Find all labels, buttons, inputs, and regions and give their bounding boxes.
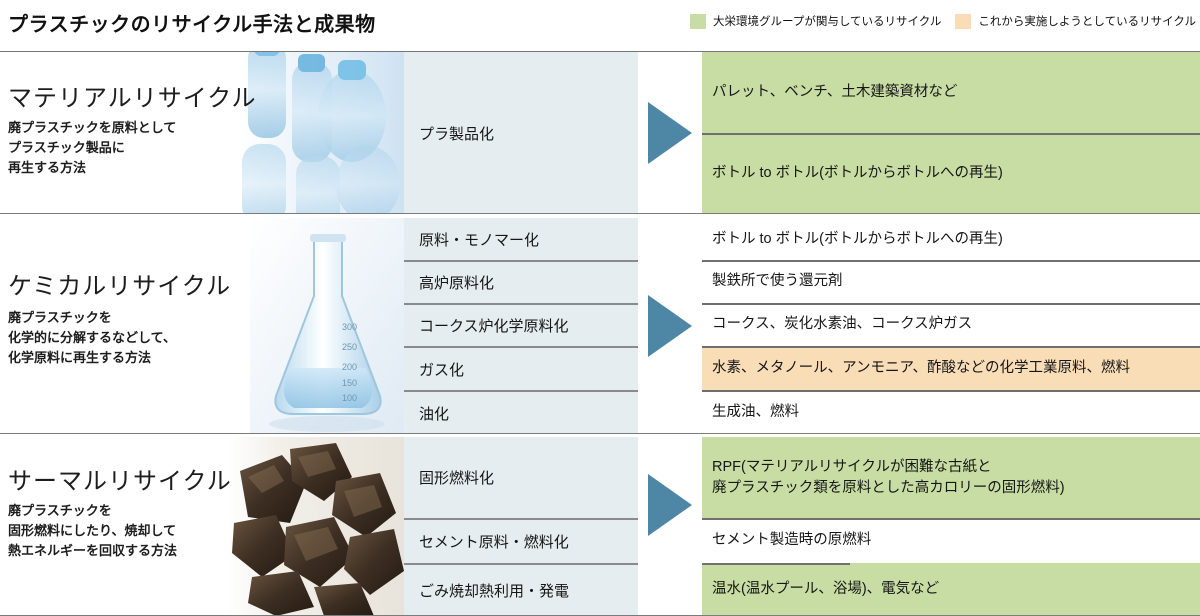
legend-swatch-green-icon: [690, 13, 707, 29]
category-description-chemical: 廃プラスチックを 化学的に分解するなどして、 化学原料に再生する方法: [8, 310, 176, 365]
legend-label-green: 大栄環境グループが関与しているリサイクル: [713, 16, 942, 28]
process-column-chemical: 原料・モノマー化 高炉原料化 コークス炉化学原料化 ガス化 油化: [404, 218, 638, 434]
recycle-row-chemical: 300 250 200 150 100 ケミカルリサイクル 廃プラスチックを 化学的に…: [0, 218, 1200, 434]
row-divider: [0, 213, 1200, 214]
svg-text:150: 150: [342, 378, 357, 388]
header: プラスチックのリサイクル手法と成果物 大栄環境グループが関与しているリサイクル …: [0, 0, 1200, 52]
process-column-thermal: 固形燃料化 セメント原料・燃料化 ごみ焼却熱利用・発電: [404, 437, 638, 616]
category-description-thermal: 廃プラスチックを 固形燃料にしたり、焼却して 熱エネルギーを回収する方法: [8, 503, 178, 558]
process-cell: 固形燃料化: [419, 470, 495, 487]
right-triangle-arrow-icon: [648, 295, 692, 357]
svg-text:100: 100: [342, 393, 357, 403]
category-name-material: マテリアルリサイクル: [8, 85, 257, 112]
right-triangle-arrow-icon: [648, 102, 692, 164]
outcome-column-material: パレット、ベンチ、土木建築資材など ボトル to ボトル(ボトルからボトルへの再…: [702, 52, 1200, 214]
outcome-cell: パレット、ベンチ、土木建築資材など: [702, 52, 1200, 133]
legend-item-green: 大栄環境グループが関与しているリサイクル: [690, 13, 941, 29]
row-left-column: マテリアルリサイクル 廃プラスチックを原料として プラスチック製品に 再生する方…: [0, 52, 404, 214]
process-cell: 原料・モノマー化: [419, 231, 540, 249]
outcome-column-chemical: ボトル to ボトル(ボトルからボトルへの再生) 製鉄所で使う還元剤 コークス、…: [702, 218, 1200, 434]
process-cell: コークス炉化学原料化: [404, 303, 638, 346]
process-cell: 高炉原料化: [404, 260, 638, 303]
process-cell: プラ製品化: [419, 125, 495, 143]
category-name-chemical: ケミカルリサイクル: [8, 273, 232, 300]
outcome-cell: ボトル to ボトル(ボトルからボトルへの再生): [702, 133, 1200, 214]
row-left-column: サーマルリサイクル 廃プラスチックを 固形燃料にしたり、焼却して 熱エネルギーを…: [0, 437, 404, 616]
recycle-row-thermal: サーマルリサイクル 廃プラスチックを 固形燃料にしたり、焼却して 熱エネルギーを…: [0, 437, 1200, 616]
row-divider: [0, 433, 1200, 434]
erlenmeyer-flask-photo: 300 250 200 150 100: [250, 218, 404, 434]
outcome-cell: RPF(マテリアルリサイクルが困難な古紙と 廃プラスチック類を原料とした高カロリ…: [702, 437, 1200, 518]
legend: 大栄環境グループが関与しているリサイクル これから実施しようとしているリサイクル: [690, 13, 1196, 29]
legend-item-orange: これから実施しようとしているリサイクル: [955, 13, 1196, 29]
svg-text:200: 200: [342, 362, 357, 372]
svg-text:300: 300: [342, 322, 357, 332]
rpf-solid-fuel-photo: [228, 437, 404, 616]
svg-text:250: 250: [342, 342, 357, 352]
process-cell: 油化: [404, 390, 638, 434]
row-left-column: 300 250 200 150 100 ケミカルリサイクル 廃プラスチックを 化学的に…: [0, 218, 404, 434]
outcome-cell: セメント製造時の原燃料: [702, 518, 1200, 563]
page-title: プラスチックのリサイクル手法と成果物: [8, 14, 376, 36]
category-description-material: 廃プラスチックを原料として プラスチック製品に 再生する方法: [8, 120, 177, 175]
process-cell: ガス化: [404, 346, 638, 390]
outcome-cell: 生成油、燃料: [702, 390, 1200, 434]
outcome-column-thermal: RPF(マテリアルリサイクルが困難な古紙と 廃プラスチック類を原料とした高カロリ…: [702, 437, 1200, 616]
right-triangle-arrow-icon: [648, 474, 692, 536]
process-column-material: プラ製品化: [404, 52, 638, 214]
recycle-row-material: マテリアルリサイクル 廃プラスチックを原料として プラスチック製品に 再生する方…: [0, 52, 1200, 214]
process-cell: セメント原料・燃料化: [404, 518, 638, 563]
outcome-cell: コークス、炭化水素油、コークス炉ガス: [702, 303, 1200, 346]
outcome-cell: 水素、メタノール、アンモニア、酢酸などの化学工業原料、燃料: [702, 346, 1200, 390]
category-name-thermal: サーマルリサイクル: [8, 468, 232, 495]
legend-swatch-orange-icon: [955, 13, 972, 29]
title-divider: [0, 51, 1200, 52]
plastic-bottles-photo: [240, 52, 404, 214]
legend-label-orange: これから実施しようとしているリサイクル: [978, 16, 1196, 28]
outcome-cell: 温水(温水プール、浴場)、電気など: [702, 563, 1200, 616]
process-cell: ごみ焼却熱利用・発電: [404, 563, 638, 616]
outcome-cell: 製鉄所で使う還元剤: [702, 260, 1200, 303]
outcome-cell: ボトル to ボトル(ボトルからボトルへの再生): [702, 218, 1200, 260]
